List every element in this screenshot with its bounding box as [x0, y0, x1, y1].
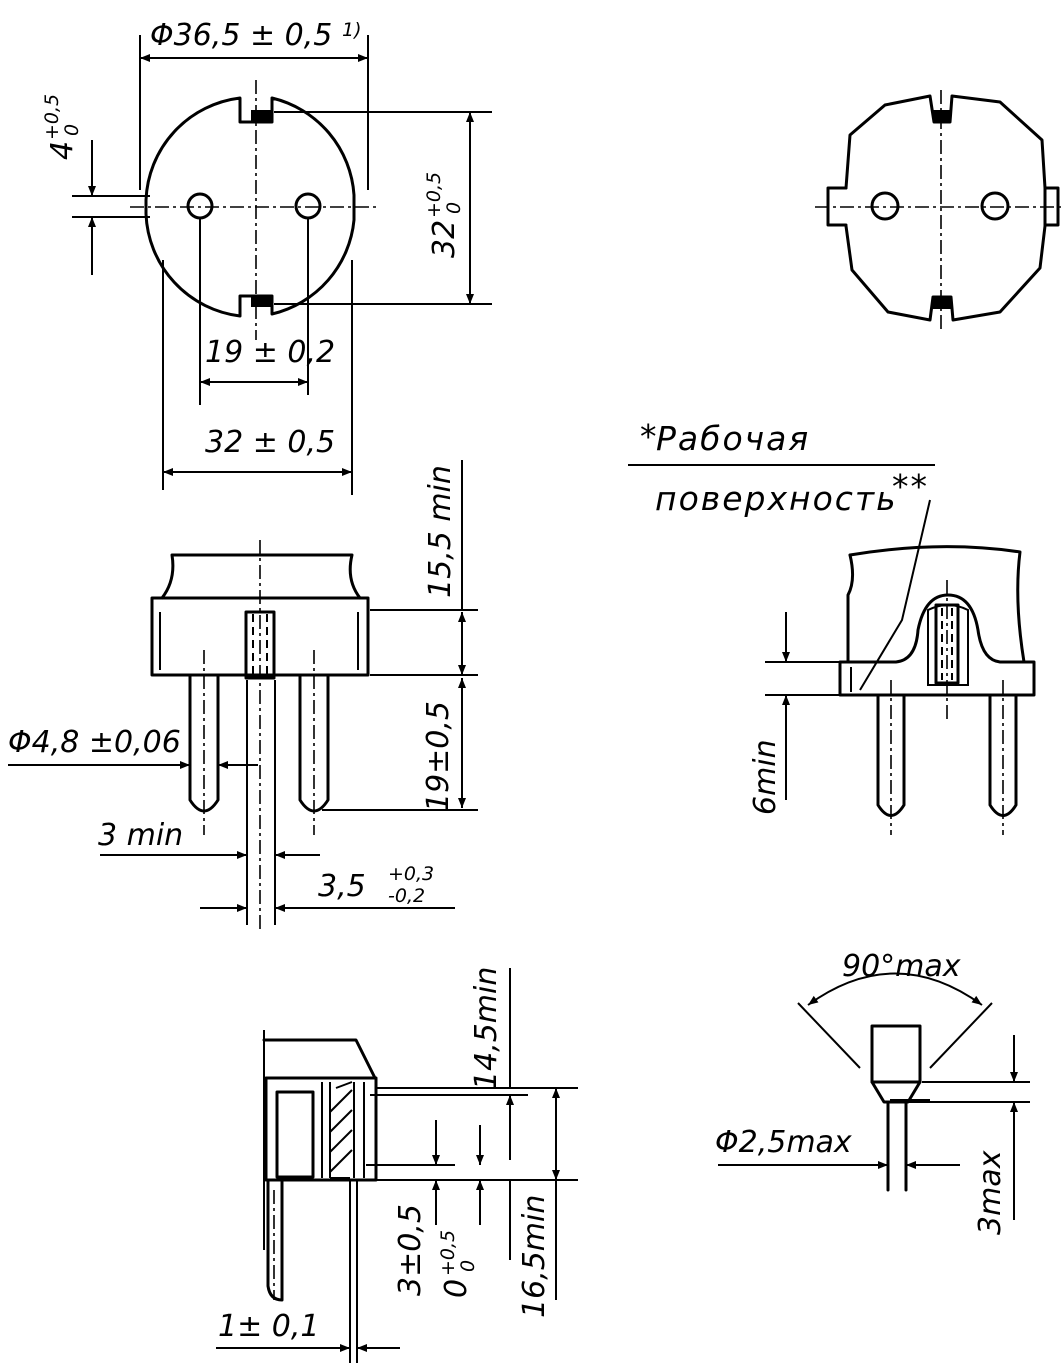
body-width-label: 32 ± 0,5 [205, 425, 335, 460]
dim-gap-min: 3 min [98, 818, 320, 859]
dim-height-top: 15,5 min [370, 460, 478, 611]
slot-width-lower: 0 [61, 124, 83, 136]
dim-slot-width: 4 +0,5 0 [41, 94, 150, 275]
pin-length-label: 19±0,5 [421, 701, 456, 812]
working-surface-star: * [640, 417, 659, 456]
dim-contact-depth: 6min [748, 612, 848, 815]
socket-front-view [815, 90, 1063, 330]
dim-pin-spacing: 19 ± 0,2 [199, 218, 335, 405]
slot-span-main: 32 [427, 220, 462, 258]
pin-diameter-label: Φ4,8 ±0,06 [8, 725, 181, 760]
working-surface-line1: Рабочая [656, 419, 810, 458]
offset-lower: 0 [457, 1260, 479, 1272]
dim-slot-span: 32 +0,5 0 [274, 111, 492, 305]
socket-section-view [262, 1030, 378, 1363]
side-height-bottom-label: 16,5min [517, 1195, 552, 1318]
socket-side-view: * Рабочая поверхность ** [628, 417, 1036, 835]
dim-tip-length: 3max [908, 1035, 1030, 1235]
gap-min-label: 3 min [98, 818, 183, 853]
recess-label: 3±0,5 [393, 1204, 428, 1296]
working-surface-double-star: ** [892, 467, 929, 506]
outer-diameter-label: Φ36,5 ± 0,5 [150, 18, 332, 53]
dim-side-heights: 14,5min 16,5min [366, 967, 578, 1318]
slot-width-main: 4 [45, 141, 80, 160]
plug-side-view [150, 540, 370, 930]
height-top-label: 15,5 min [423, 465, 458, 598]
slot-width-upper: +0,5 [41, 94, 63, 140]
pin-spacing-label: 19 ± 0,2 [205, 335, 335, 370]
slot-depth-main: 3,5 [318, 869, 366, 904]
dim-tip-diameter: Φ2,5max [715, 1125, 960, 1169]
dim-pin-length: 19±0,5 [322, 612, 478, 812]
dim-body-width: 32 ± 0,5 [162, 260, 353, 495]
dim-wall-thickness: 1± 0,1 [216, 1309, 400, 1352]
offset-upper: +0,5 [437, 1230, 459, 1276]
slot-depth-upper: +0,3 [388, 863, 434, 885]
dim-recess-offset: 3±0,5 0 +0,5 0 [393, 1120, 484, 1298]
tip-length-label: 3max [973, 1150, 1008, 1235]
tip-detail-view: 90°max [797, 949, 993, 1192]
plug-front-view [130, 80, 378, 340]
side-height-top-label: 14,5min [469, 967, 504, 1090]
contact-depth-label: 6min [748, 739, 783, 815]
slot-span-lower: 0 [443, 202, 465, 214]
tip-angle-label: 90°max [842, 949, 961, 984]
offset-main: 0 [439, 1279, 474, 1298]
wall-thickness-label: 1± 0,1 [218, 1309, 319, 1344]
tip-diameter-label: Φ2,5max [715, 1125, 852, 1160]
slot-depth-lower: -0,2 [388, 885, 425, 907]
working-surface-line2: поверхность [655, 479, 898, 518]
dim-pin-diameter: Φ4,8 ±0,06 [8, 725, 258, 769]
dim-outer-diameter: Φ36,5 ± 0,5 1) [139, 18, 369, 190]
slot-span-upper: +0,5 [423, 172, 445, 218]
outer-diameter-note: 1) [342, 19, 362, 41]
dim-slot-depth: 3,5 +0,3 -0,2 [200, 863, 455, 912]
